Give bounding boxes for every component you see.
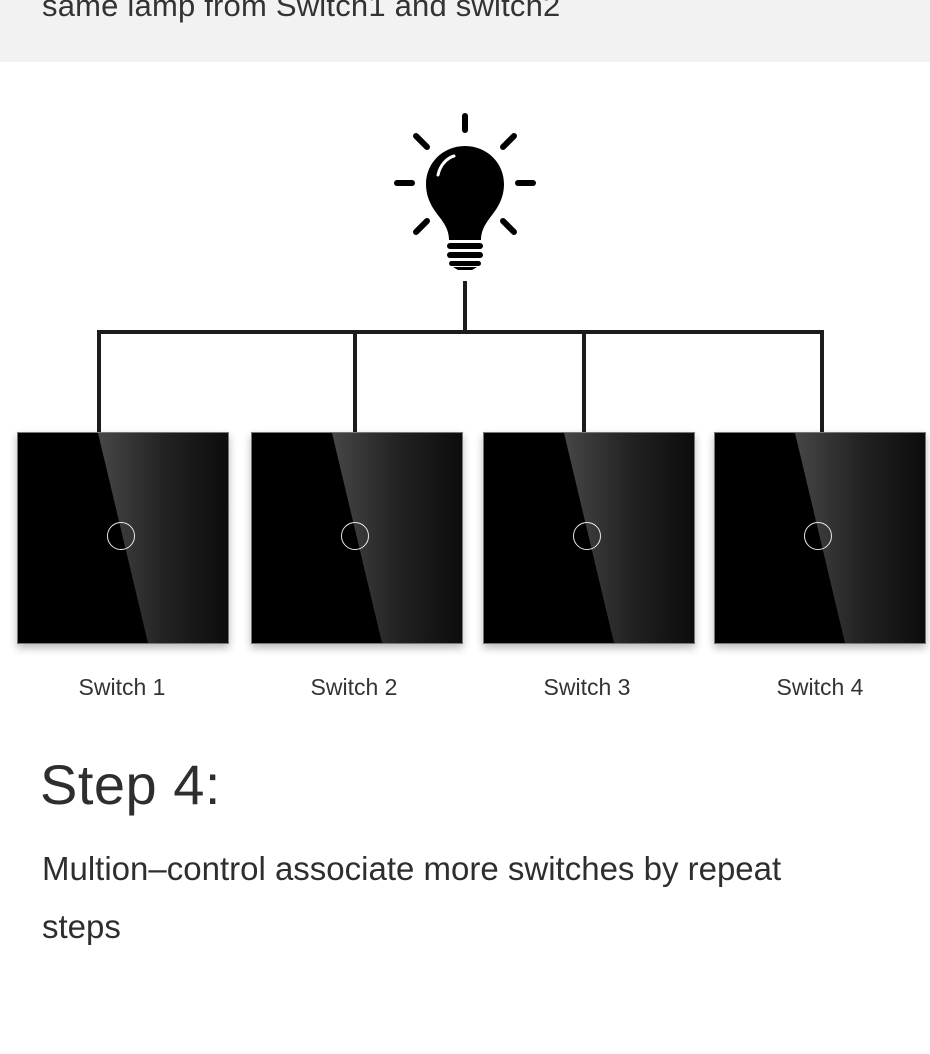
switch-panel-1[interactable] — [17, 432, 229, 644]
wires — [97, 281, 824, 434]
switch-panel-2[interactable] — [251, 432, 463, 644]
touch-button-icon[interactable] — [341, 522, 369, 550]
top-caption-text: same lamp from Switch1 and switch2 — [42, 0, 561, 23]
switch-label-4: Switch 4 — [776, 674, 864, 700]
top-caption-band: same lamp from Switch1 and switch2 — [0, 0, 930, 62]
touch-button-icon[interactable] — [573, 522, 601, 550]
switch-label-1: Switch 1 — [78, 674, 166, 700]
touch-button-icon[interactable] — [804, 522, 832, 550]
touch-button-icon[interactable] — [107, 522, 135, 550]
switch-panel-4[interactable] — [714, 432, 926, 644]
lightbulb-icon — [394, 113, 536, 270]
switch-label-2: Switch 2 — [310, 674, 398, 700]
wiring-diagram — [97, 113, 824, 434]
step-title: Step 4: — [40, 753, 221, 816]
switch-label-3: Switch 3 — [543, 674, 631, 700]
step-description: Multion–control associate more switches … — [42, 850, 782, 945]
switch-panel-3[interactable] — [483, 432, 695, 644]
